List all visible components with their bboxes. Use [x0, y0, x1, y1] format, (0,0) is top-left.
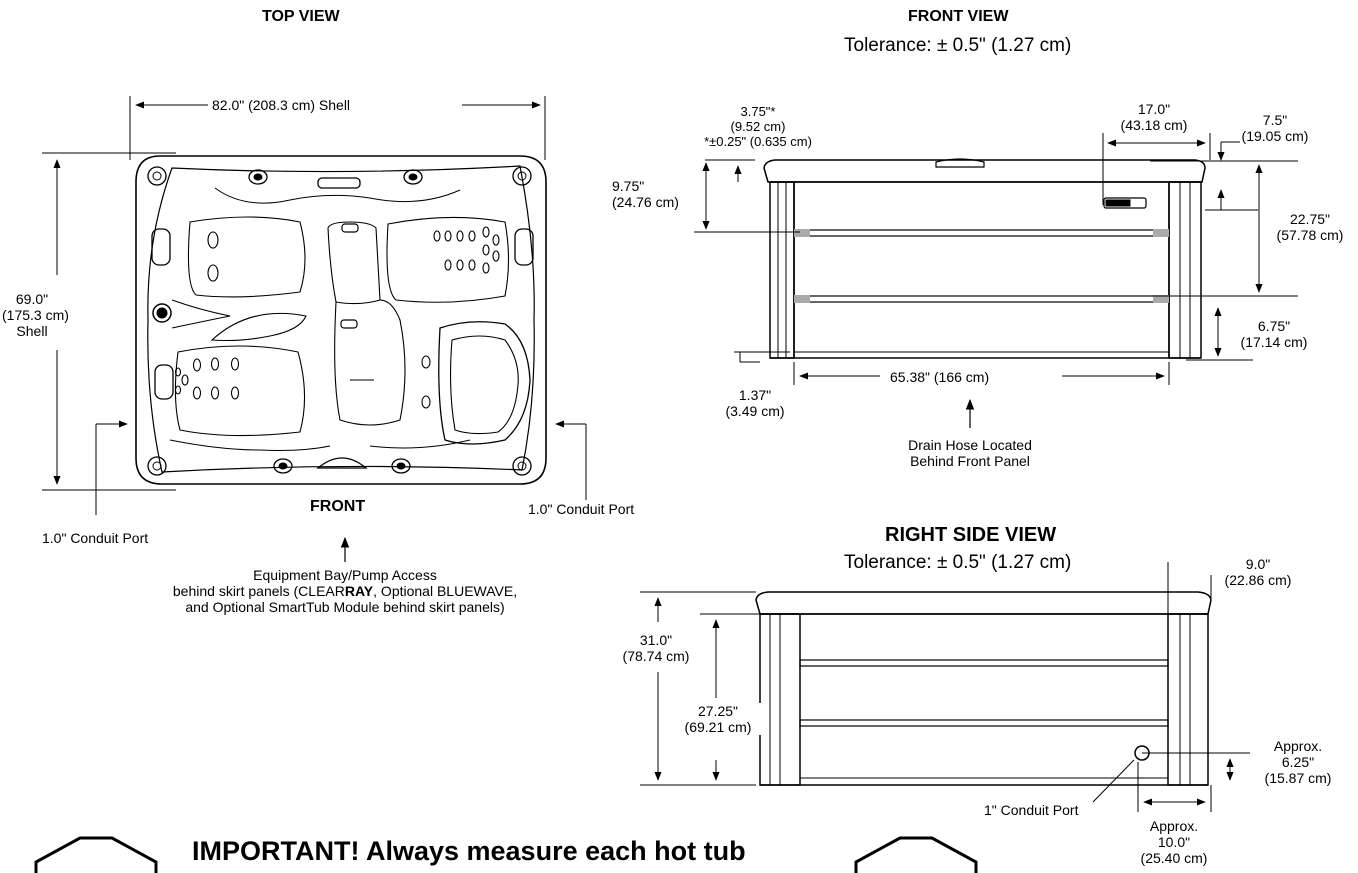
cabinet-width-dimension: 65.38" (166 cm): [890, 369, 990, 385]
conduit-port-left-label: 1.0" Conduit Port: [42, 530, 149, 546]
lip-dimension: 3.75"* (9.52 cm) *±0.25" (0.635 cm): [704, 104, 812, 149]
top-height-dimension: 9.75" (24.76 cm): [612, 178, 679, 210]
conduit-port-side-label: 1" Conduit Port: [984, 802, 1079, 818]
port-offset-dimension: Approx. 10.0" (25.40 cm): [1140, 818, 1208, 866]
total-height-dimension: 31.0" (78.74 cm): [622, 632, 690, 664]
bottom-right-dimension: 6.75" (17.14 cm): [1240, 318, 1308, 350]
drain-hose-note: Drain Hose Located Behind Front Panel: [908, 437, 1032, 469]
important-notice: IMPORTANT! Always measure each hot tub: [192, 836, 746, 866]
front-label: FRONT: [310, 498, 366, 515]
right-side-view-drawing: [640, 562, 1250, 812]
port-height-dimension: Approx. 6.25" (15.87 cm): [1264, 738, 1332, 786]
equipment-bay-note: Equipment Bay/Pump Access behind skirt p…: [172, 567, 518, 615]
front-view-title: FRONT VIEW: [908, 8, 1009, 25]
top-view-title: TOP VIEW: [262, 8, 340, 25]
mid-height-dimension: 22.75" (57.78 cm): [1276, 211, 1344, 243]
conduit-port-right-label: 1.0" Conduit Port: [528, 501, 635, 517]
top-view-width-dimension: 82.0" (208.3 cm) Shell: [212, 97, 351, 113]
corner-dimension: 9.0" (22.86 cm): [1224, 556, 1292, 588]
cabinet-height-dimension: 27.25" (69.21 cm): [668, 703, 768, 735]
right-top-dimension: 7.5" (19.05 cm): [1241, 112, 1309, 144]
panel-width-dimension: 17.0" (43.18 cm): [1120, 101, 1188, 133]
bottom-left-dimension: 1.37" (3.49 cm): [725, 387, 785, 419]
front-view-tolerance: Tolerance: ± 0.5" (1.27 cm): [844, 35, 1072, 56]
right-side-view-tolerance: Tolerance: ± 0.5" (1.27 cm): [844, 552, 1072, 573]
top-view-height-dimension: 69.0" (175.3 cm) Shell: [2, 291, 69, 339]
front-view-drawing: [694, 133, 1298, 428]
right-side-view-title: RIGHT SIDE VIEW: [885, 524, 1057, 546]
warning-octagon-right-icon: [854, 836, 978, 873]
top-view-drawing: [42, 96, 587, 562]
warning-octagon-left-icon: [34, 836, 158, 873]
